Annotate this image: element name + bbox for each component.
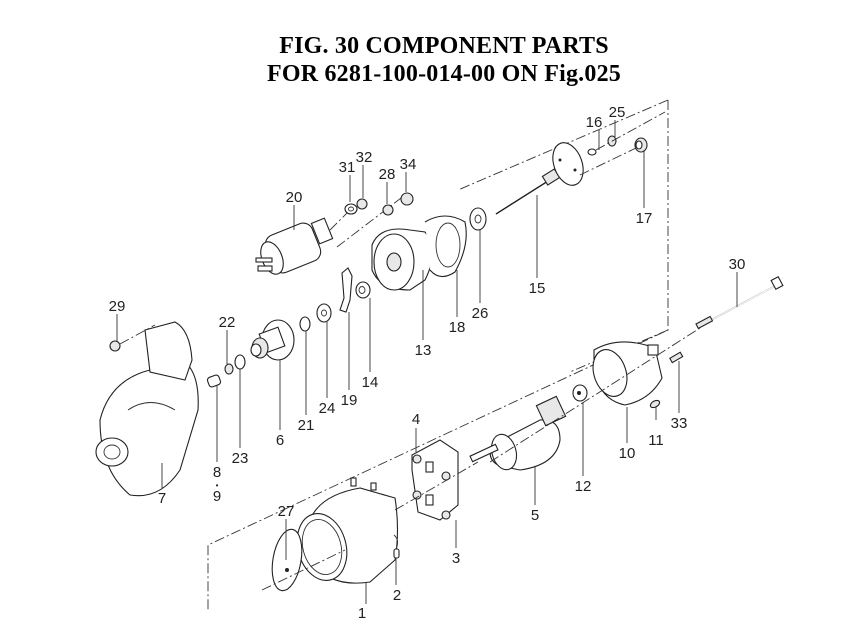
bushing-part-12 — [572, 384, 588, 402]
nut-part-28 — [382, 204, 394, 216]
bushing-part-8-9 — [206, 374, 222, 388]
washer-part-24 — [316, 303, 332, 323]
snap-ring-part-22 — [224, 363, 234, 375]
plate-part-27 — [271, 528, 303, 592]
callout-6: 6 — [276, 432, 284, 449]
armature-part-5 — [469, 395, 567, 471]
callout-23: 23 — [232, 450, 249, 467]
callout-9: 9 — [213, 488, 221, 505]
callout-2: 2 — [393, 587, 401, 604]
callout-7: 7 — [158, 490, 166, 507]
callout-26: 26 — [472, 305, 489, 322]
callout-34: 34 — [400, 156, 417, 173]
callout-25: 25 — [609, 104, 626, 121]
callout-18: 18 — [449, 319, 466, 336]
callout-10: 10 — [619, 445, 636, 462]
nut-part-34 — [400, 192, 414, 206]
bushing-part-14 — [355, 281, 371, 299]
screw-part-33 — [669, 351, 684, 364]
callout-16: 16 — [586, 114, 603, 131]
steel-ball-part-16 — [587, 148, 597, 156]
nut-part-32 — [356, 198, 368, 210]
lead-wire-part-2 — [393, 534, 400, 559]
front-housing-part-7 — [95, 321, 199, 497]
callout-19: 19 — [341, 392, 358, 409]
callout-17: 17 — [636, 210, 653, 227]
plug-part-11 — [649, 399, 661, 409]
lever-housing-part-13 — [371, 228, 434, 291]
leader-lines — [116, 120, 738, 604]
callout-12: 12 — [575, 478, 592, 495]
rear-cover-part-10 — [592, 341, 663, 406]
brush-holder-part-3 — [411, 439, 459, 521]
callout-8: 8 — [213, 464, 221, 481]
bearing-part-17 — [634, 137, 648, 153]
shift-lever-part-19 — [339, 267, 353, 313]
callout-5: 5 — [531, 507, 539, 524]
callout-15: 15 — [529, 280, 546, 297]
callout-27: 27 — [278, 503, 295, 520]
callout-28: 28 — [379, 166, 396, 183]
pinion-shaft-part-15 — [495, 142, 584, 215]
washer-part-26 — [469, 207, 487, 231]
callout-1: 1 — [358, 605, 366, 622]
callout-29: 29 — [109, 298, 126, 315]
callout-4: 4 — [412, 411, 420, 428]
callout-20: 20 — [286, 189, 303, 206]
solenoid-switch-part-20 — [255, 194, 406, 275]
nut-part-29 — [109, 340, 121, 352]
callout-33: 33 — [671, 415, 688, 432]
callout-21: 21 — [298, 417, 315, 434]
overrunning-clutch-part-6 — [250, 319, 295, 361]
gear-housing-part-18 — [424, 215, 467, 278]
stop-ring-part-23 — [234, 354, 246, 370]
callout-11: 11 — [648, 432, 664, 449]
callout-32: 32 — [356, 149, 373, 166]
through-bolt-part-30 — [695, 275, 784, 330]
figure-title-line-1: FIG. 30 COMPONENT PARTS — [279, 33, 609, 59]
callout-30: 30 — [729, 256, 746, 273]
figure-title-line-2: FOR 6281-100-014-00 ON Fig.025 — [267, 61, 621, 87]
callout-24: 24 — [319, 400, 336, 417]
callout-3: 3 — [452, 550, 460, 567]
callout-labels: 1 2 3 4 5 6 7 8 • 9 10 11 12 13 14 15 16… — [109, 104, 746, 622]
callout-22: 22 — [219, 314, 236, 331]
washer-part-31 — [344, 203, 358, 215]
callout-separator-dot: • — [216, 481, 219, 490]
callout-14: 14 — [362, 374, 379, 391]
yoke-field-coil-part-1 — [296, 477, 399, 584]
callout-13: 13 — [415, 342, 432, 359]
snap-ring-part-21 — [299, 316, 311, 332]
callout-31: 31 — [339, 159, 356, 176]
